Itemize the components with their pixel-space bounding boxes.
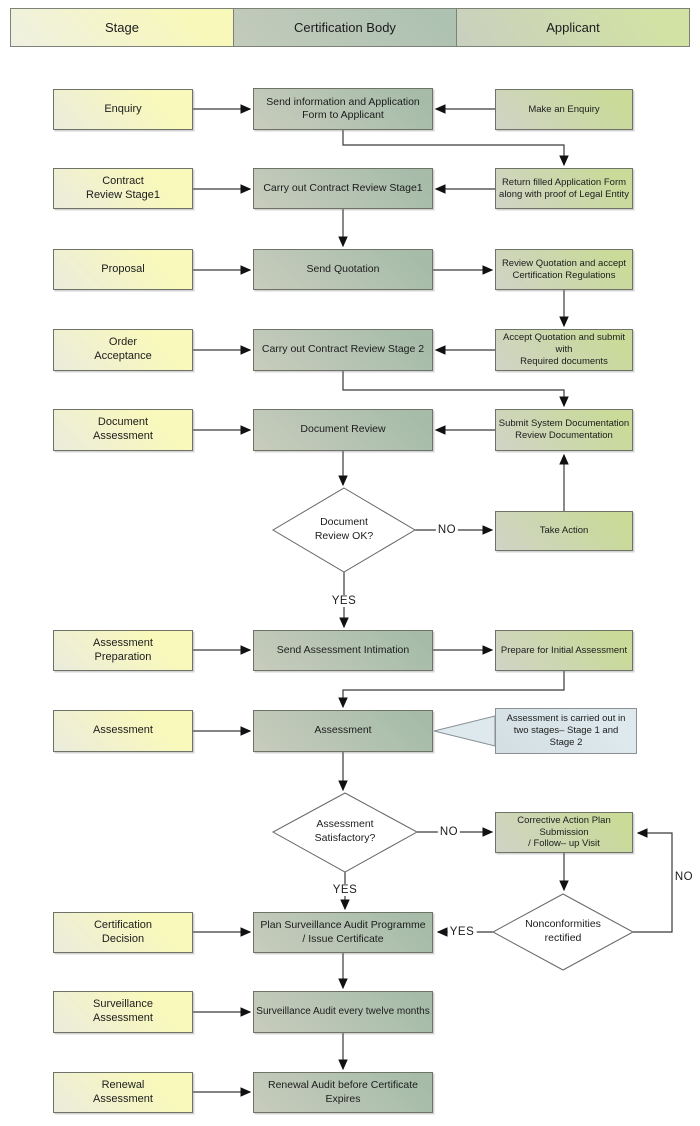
applicant-box-review-quotation: Review Quotation and accept Certificatio… [495,249,633,290]
decision-nonconformities-rectified: Nonconformities rectified [525,918,601,944]
stage-box-order-acceptance: Order Acceptance [53,329,193,371]
applicant-box-make-enquiry: Make an Enquiry [495,89,633,130]
callout-pointer [433,715,496,747]
stage-box-enquiry: Enquiry [53,89,193,130]
cert-box-plan-surveillance-issue-certificate: Plan Surveillance Audit Programme / Issu… [253,912,433,953]
decision-diamonds [271,487,635,971]
stage-box-assessment: Assessment [53,710,193,752]
connector [338,671,565,709]
decision-diamond [491,893,635,971]
cert-box-send-information: Send information and Application Form to… [253,88,433,130]
decision-document-review-ok: Document Review OK? [314,516,374,542]
lane-header-applicant: Applicant [456,8,690,47]
lane-header-stage: Stage [10,8,234,47]
applicant-box-prepare-initial-assessment: Prepare for Initial Assessment [495,630,633,671]
edge-label-no-document-review: NO [435,524,459,536]
connector [633,828,673,933]
applicant-box-corrective-action-plan: Corrective Action Plan Submission / Foll… [495,812,633,853]
cert-box-assessment: Assessment [253,710,433,752]
stage-box-proposal: Proposal [53,249,193,290]
applicant-box-submit-system-documentation: Submit System Documentation Review Docum… [495,409,633,451]
decision-diamond [271,792,419,873]
edge-label-yes-document-review: YES [329,595,359,607]
stage-box-certification-decision: Certification Decision [53,912,193,953]
connector [342,371,569,408]
edge-label-yes-nonconformities: YES [447,926,477,938]
cert-box-send-assessment-intimation: Send Assessment Intimation [253,630,433,671]
cert-box-surveillance-audit: Surveillance Audit every twelve months [253,991,433,1033]
cert-box-document-review: Document Review [253,409,433,451]
applicant-box-take-action: Take Action [495,511,633,551]
applicant-box-accept-quotation: Accept Quotation and submit with Require… [495,329,633,371]
edge-label-yes-assessment: YES [330,884,360,896]
cert-box-contract-review-stage2: Carry out Contract Review Stage 2 [253,329,433,371]
stage-box-assessment-preparation: Assessment Preparation [53,630,193,671]
edge-label-no-assessment: NO [437,826,461,838]
cert-box-renewal-audit: Renewal Audit before Certificate Expires [253,1072,433,1113]
edge-label-no-nonconformities: NO [674,871,694,883]
applicant-box-return-application-form: Return filled Application Form along wit… [495,168,633,209]
cert-box-send-quotation: Send Quotation [253,249,433,290]
decision-assessment-satisfactory: Assessment Satisfactory? [314,818,376,844]
stage-box-document-assessment: Document Assessment [53,409,193,451]
stage-box-contract-review-stage1: Contract Review Stage1 [53,168,193,209]
stage-box-surveillance-assessment: Surveillance Assessment [53,991,193,1033]
connector [342,130,569,167]
lane-header-certification-body: Certification Body [233,8,457,47]
stage-box-renewal-assessment: Renewal Assessment [53,1072,193,1113]
cert-box-contract-review-stage1: Carry out Contract Review Stage1 [253,168,433,209]
decision-diamond [272,487,416,573]
assessment-note-callout: Assessment is carried out in two stages–… [495,708,637,754]
